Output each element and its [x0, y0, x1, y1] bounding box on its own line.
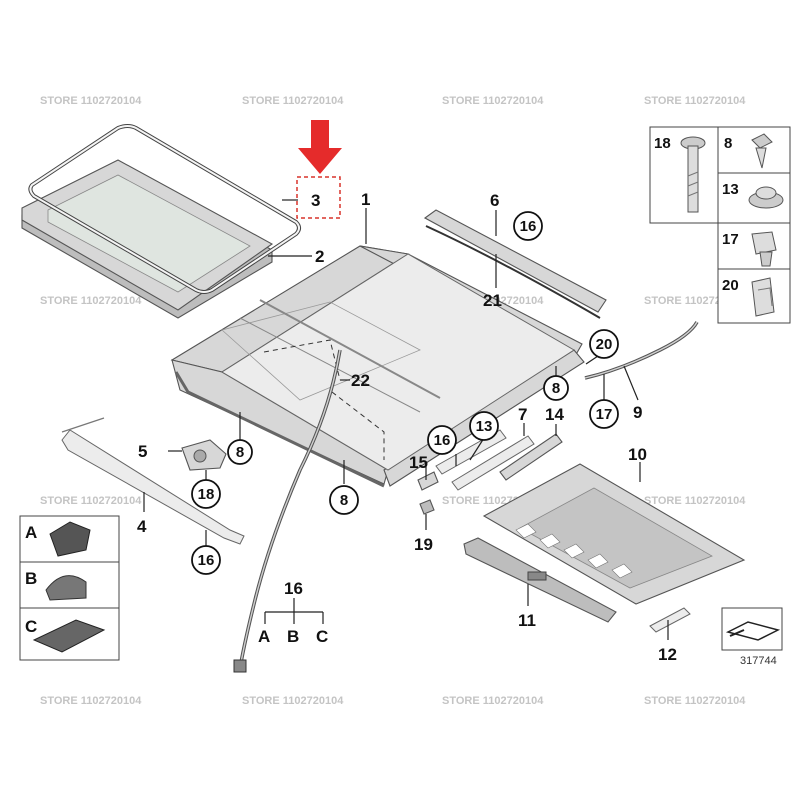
callout-12: 12: [658, 645, 677, 664]
circled-callouts: 16 20 8 17 8 8 18 16: [191, 211, 619, 575]
variant-tree-a: A: [258, 627, 270, 646]
small-parts-drawing: [417, 429, 563, 515]
clip-drawing: [649, 607, 691, 633]
variant-a-icon: [49, 521, 91, 557]
svg-text:8: 8: [340, 492, 348, 509]
circled-callout-8: 8: [329, 485, 359, 515]
watermark: STORE 1102720104: [242, 695, 344, 707]
fastener-label-20: 20: [722, 277, 739, 294]
callout-10: 10: [628, 445, 647, 464]
watermarks: STORE 1102720104 STORE 1102720104 STORE …: [40, 95, 746, 707]
watermark: STORE 1102720104: [442, 695, 544, 707]
variant-tree-b: B: [287, 627, 299, 646]
variant-c-icon: [32, 619, 106, 653]
variant-tree-root: 16: [284, 579, 303, 598]
callout-3: 3: [311, 191, 320, 210]
callout-5: 5: [138, 442, 147, 461]
callout-2: 2: [315, 247, 324, 266]
highlight-box: [296, 176, 341, 219]
hex-nut-icon: [748, 186, 784, 209]
svg-text:8: 8: [552, 380, 560, 397]
watermark: STORE 1102720104: [644, 495, 746, 507]
circled-callout-13: 13: [469, 411, 499, 441]
fastener-table: 18 8 13 17 20: [649, 126, 791, 324]
leader-lines: [143, 199, 669, 640]
seal-drawing: [28, 124, 301, 294]
watermark: STORE 1102720104: [40, 295, 142, 307]
circled-callout-8: 8: [543, 375, 569, 401]
watermark: STORE 1102720104: [644, 95, 746, 107]
hose-end-drawing: [233, 659, 247, 673]
fastener-label-18: 18: [654, 135, 671, 152]
circled-callout-16: 16: [427, 425, 457, 455]
callout-4: 4: [137, 517, 147, 536]
svg-text:20: 20: [596, 336, 613, 353]
variant-legend: A B C: [19, 515, 120, 661]
orientation-icon: [725, 621, 781, 641]
circled-callout-16: 16: [513, 211, 543, 241]
callout-7: 7: [518, 405, 527, 424]
sunshade-drawing: [482, 463, 746, 605]
svg-text:8: 8: [236, 444, 244, 461]
fastener-label-13: 13: [722, 181, 739, 198]
svg-text:18: 18: [198, 486, 215, 503]
callout-22: 22: [351, 371, 370, 390]
callout-numbers: 1 2 3 4 5 6 7 9 10 11 12 14 15 19 21 22: [137, 190, 677, 664]
circled-callout-8: 8: [227, 439, 253, 465]
circled-callout-18: 18: [191, 479, 221, 509]
callout-21: 21: [483, 291, 502, 310]
bolt-icon: [680, 136, 706, 213]
variant-tree: 16 A B C: [258, 579, 328, 646]
watermark: STORE 1102720104: [442, 95, 544, 107]
circled-callout-16: 16: [191, 545, 221, 575]
fastener-label-8: 8: [724, 135, 732, 152]
callout-1: 1: [361, 190, 370, 209]
svg-text:13: 13: [476, 418, 493, 435]
callout-14: 14: [545, 405, 564, 424]
variant-c-label: C: [25, 617, 37, 636]
callout-11: 11: [518, 611, 536, 630]
highlight-arrow: [298, 120, 342, 174]
variant-b-icon: [45, 575, 87, 601]
motor-drawing: [181, 439, 227, 471]
watermark: STORE 1102720104: [40, 495, 142, 507]
screw-icon: [751, 133, 773, 169]
circled-callout-17: 17: [589, 399, 619, 429]
cover-strip-clip-drawing: [527, 571, 547, 581]
svg-text:16: 16: [198, 552, 215, 569]
rail-trim-drawing: [61, 417, 245, 545]
callout-19: 19: [414, 535, 433, 554]
circled-callout-20: 20: [589, 329, 619, 359]
fastener-label-17: 17: [722, 231, 739, 248]
watermark: STORE 1102720104: [644, 695, 746, 707]
spring-clip-icon: [751, 277, 775, 317]
diagram-id: 317744: [721, 607, 783, 667]
variant-tree-c: C: [316, 627, 328, 646]
svg-text:16: 16: [434, 432, 451, 449]
watermark: STORE 1102720104: [40, 695, 142, 707]
svg-text:17: 17: [596, 406, 613, 423]
wind-deflector-drawing: [423, 209, 607, 319]
watermark: STORE 1102720104: [242, 95, 344, 107]
glass-panel-drawing: [21, 159, 274, 319]
svg-text:16: 16: [520, 218, 537, 235]
callout-15: 15: [409, 453, 428, 472]
variant-b-label: B: [25, 569, 37, 588]
diagram-number: 317744: [740, 655, 777, 667]
callout-6: 6: [490, 191, 499, 210]
callout-9: 9: [633, 403, 642, 422]
variant-a-label: A: [25, 523, 37, 542]
watermark: STORE 1102720104: [40, 95, 142, 107]
clip-nut-icon: [751, 231, 777, 267]
